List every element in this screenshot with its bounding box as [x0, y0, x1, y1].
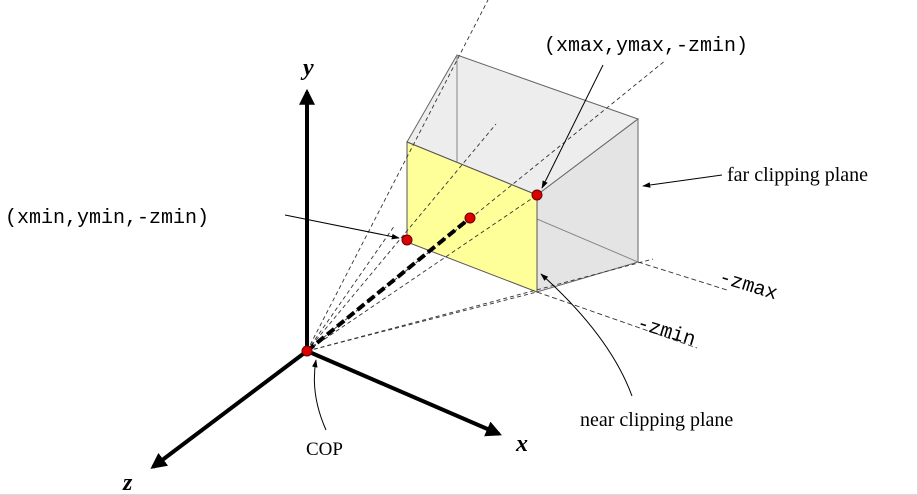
far-box: [406, 54, 640, 293]
corner-xmin-label: (xmin,ymin,-zmin): [5, 207, 209, 230]
projector-lines: [306, 0, 667, 352]
axes: [150, 88, 502, 469]
leader-cop: [311, 359, 327, 431]
zmax-guide: [637, 261, 728, 291]
leader-lines: [284, 64, 723, 431]
z-axis: [150, 349, 309, 469]
y-axis-label: y: [300, 55, 314, 81]
cop-point: [301, 345, 313, 357]
cop-label: COP: [306, 439, 343, 460]
corner-xmax-ymax-point: [531, 189, 543, 201]
leader-far-plane: [642, 174, 723, 188]
leader-xmax: [541, 64, 604, 189]
view-direction-line: [305, 216, 472, 353]
near-plane-label: near clipping plane: [580, 409, 733, 431]
corner-xmax-label: (xmax,ymax,-zmin): [544, 35, 748, 58]
near-plane-center-point: [464, 212, 476, 224]
x-axis-label: x: [515, 431, 528, 457]
leader-near-plane: [540, 273, 633, 397]
z-axis-label: z: [122, 470, 133, 495]
leader-xmin: [284, 214, 400, 240]
corner-xmin-ymin-point: [401, 234, 413, 246]
zmin-label: -zmin: [634, 313, 698, 353]
zmin-guide: [536, 291, 698, 349]
far-plane-label: far clipping plane: [727, 164, 868, 186]
zmax-label: -zmax: [716, 267, 780, 307]
x-axis: [306, 349, 502, 437]
